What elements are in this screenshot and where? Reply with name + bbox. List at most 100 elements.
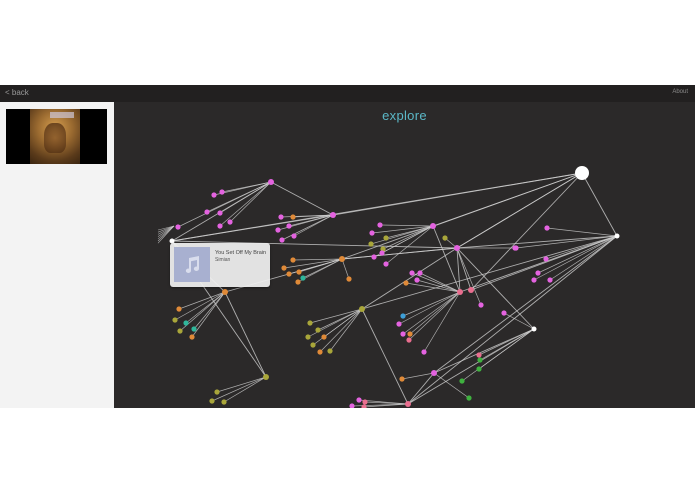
about-link[interactable]: About (672, 89, 688, 95)
graph-node[interactable] (172, 317, 178, 323)
track-tooltip[interactable]: You Set Off My Brain Simian (170, 243, 270, 287)
graph-node[interactable] (535, 270, 541, 276)
graph-node[interactable] (383, 235, 389, 241)
graph-node[interactable] (396, 321, 402, 327)
graph-node[interactable] (327, 348, 333, 354)
graph-node[interactable] (321, 334, 327, 340)
graph-edge (423, 291, 461, 353)
graph-node[interactable] (176, 306, 182, 312)
graph-node[interactable] (300, 275, 306, 281)
graph-node[interactable] (380, 246, 386, 252)
graph-node[interactable] (214, 389, 220, 395)
graph-node[interactable] (290, 214, 296, 220)
graph-node[interactable] (414, 277, 420, 283)
back-link[interactable]: < back (5, 88, 29, 97)
graph-node[interactable] (477, 357, 483, 363)
graph-node[interactable] (296, 269, 302, 275)
graph-node[interactable] (359, 306, 365, 312)
graph-node[interactable] (263, 374, 269, 380)
graph-node[interactable] (466, 395, 472, 401)
graph-edge (361, 247, 458, 310)
graph-node[interactable] (377, 222, 383, 228)
graph-node[interactable] (189, 334, 195, 340)
graph-node[interactable] (356, 397, 362, 403)
graph-node[interactable] (217, 223, 223, 229)
graph-node[interactable] (544, 225, 550, 231)
graph-node[interactable] (362, 399, 368, 405)
graph-node[interactable] (371, 254, 377, 260)
graph-node[interactable] (281, 265, 287, 271)
graph-node[interactable] (454, 245, 460, 251)
graph-node[interactable] (307, 320, 313, 326)
graph-node[interactable] (305, 334, 311, 340)
graph-node[interactable] (421, 349, 427, 355)
graph-node[interactable] (531, 326, 537, 332)
graph-node[interactable] (403, 280, 409, 286)
graph-node[interactable] (431, 370, 437, 376)
graph-node[interactable] (330, 212, 336, 218)
album-cover-frame[interactable] (6, 109, 107, 164)
graph-canvas[interactable]: explore You Set Off My Brain Simian (114, 102, 695, 408)
graph-node[interactable] (468, 287, 474, 293)
graph-node[interactable] (219, 189, 225, 195)
graph-node[interactable] (204, 209, 210, 215)
graph-node[interactable] (349, 403, 355, 408)
graph-node[interactable] (169, 238, 175, 244)
graph-node[interactable] (476, 366, 482, 372)
graph-edge (171, 240, 458, 249)
graph-node[interactable] (278, 214, 284, 220)
graph-node[interactable] (457, 289, 463, 295)
graph-node[interactable] (221, 399, 227, 405)
graph-node[interactable] (209, 398, 215, 404)
graph-node[interactable] (547, 277, 553, 283)
graph-node[interactable] (476, 352, 482, 358)
graph-node[interactable] (191, 326, 197, 332)
graph-node[interactable] (407, 331, 413, 337)
graph-node[interactable] (400, 331, 406, 337)
graph-node[interactable] (543, 256, 549, 262)
graph-node[interactable] (379, 250, 385, 256)
graph-node[interactable] (317, 349, 323, 355)
graph-node[interactable] (286, 271, 292, 277)
graph-node[interactable] (361, 404, 367, 408)
graph-node[interactable] (369, 230, 375, 236)
graph-node[interactable] (513, 245, 519, 251)
graph-node[interactable] (286, 223, 292, 229)
graph-node[interactable] (459, 378, 465, 384)
graph-node[interactable] (295, 279, 301, 285)
graph-node[interactable] (222, 289, 228, 295)
graph-node[interactable] (211, 192, 217, 198)
graph-node[interactable] (177, 328, 183, 334)
graph-node[interactable] (417, 270, 423, 276)
graph-node[interactable] (400, 313, 406, 319)
graph-node[interactable] (430, 223, 436, 229)
graph-edge (319, 308, 363, 353)
graph-node[interactable] (310, 342, 316, 348)
graph-node[interactable] (315, 327, 321, 333)
graph-node[interactable] (406, 337, 412, 343)
graph-node[interactable] (383, 261, 389, 267)
graph-nodes[interactable] (169, 166, 620, 408)
graph-node[interactable] (399, 376, 405, 382)
graph-node[interactable] (531, 277, 537, 283)
artist-graph[interactable] (114, 102, 695, 408)
graph-node[interactable] (268, 179, 274, 185)
graph-node[interactable] (290, 257, 296, 263)
graph-node[interactable] (175, 224, 181, 230)
graph-node[interactable] (409, 270, 415, 276)
graph-node[interactable] (339, 256, 345, 262)
graph-node[interactable] (368, 241, 374, 247)
graph-node[interactable] (217, 210, 223, 216)
graph-node[interactable] (275, 227, 281, 233)
graph-node[interactable] (291, 233, 297, 239)
graph-node[interactable] (478, 302, 484, 308)
graph-node[interactable] (346, 276, 352, 282)
graph-node[interactable] (575, 166, 589, 180)
graph-node[interactable] (183, 320, 189, 326)
graph-node[interactable] (279, 237, 285, 243)
graph-node[interactable] (405, 401, 411, 407)
graph-node[interactable] (501, 310, 507, 316)
graph-node[interactable] (227, 219, 233, 225)
graph-node[interactable] (614, 233, 620, 239)
graph-node[interactable] (442, 235, 448, 241)
